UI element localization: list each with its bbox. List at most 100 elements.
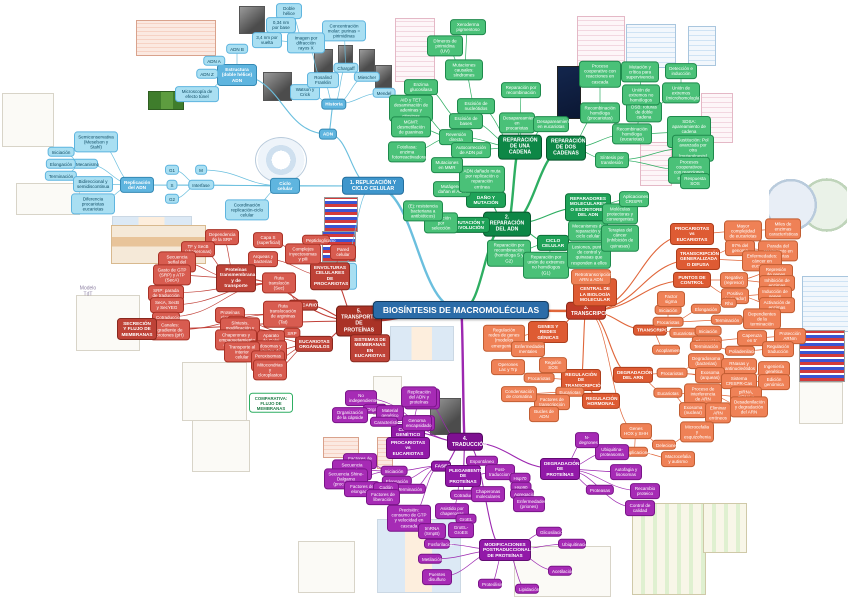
node-p_metil[interactable]: Metilación [418, 553, 442, 565]
node-g_unh[interactable]: Unión de extremos no homólogos [622, 84, 660, 106]
node-b_adnb[interactable]: ADN B [226, 43, 248, 55]
node-g_escb[interactable]: Escisión de bases [449, 113, 483, 129]
node-o_rho[interactable]: Rho [720, 297, 738, 309]
node-o_regulon[interactable]: Regulón SOS [539, 357, 567, 373]
node-g_xero[interactable]: Xeroderma pigmentoso [450, 19, 486, 35]
node-g_mmr[interactable]: Mutaciones en MMR [431, 157, 463, 173]
node-o_condensacion[interactable]: Condensación de cromatina [501, 386, 537, 402]
node-g_una[interactable]: REPARACIÓN DE UNA CADENA [498, 134, 542, 160]
node-g_main[interactable]: 2. REPARACIÓN DEL ADN [483, 211, 531, 237]
node-g_coop1[interactable]: Proceso cooperativo con reacciones en ca… [579, 60, 621, 88]
node-b_franklin[interactable]: Rosalind Franklin [307, 72, 339, 88]
node-p_main[interactable]: 4. TRADUCCIÓN [447, 432, 487, 452]
node-o_operones[interactable]: Operones Lac y Trp [491, 359, 525, 375]
node-p_calidad[interactable]: Control de calidad [625, 500, 655, 516]
node-r_flujo[interactable]: SECRECIÓN Y FLUJO DE MEMBRANAS [117, 318, 157, 340]
node-p_ubiq[interactable]: Ubiquitina-proteasoma [595, 444, 629, 460]
node-o_proeu[interactable]: PROCARIOTAS vs EUCARIOTAS [670, 223, 714, 245]
node-g_recdesc[interactable]: Reparación por recombinación [501, 82, 541, 98]
node-p_genomaenc[interactable]: Genoma encapsidado [402, 415, 432, 431]
node-o_macrocef[interactable]: Macrocefalia y autismo [661, 451, 695, 467]
node-r_envol[interactable]: ENVOLTURAS CELULARES DE PROCARIOTAS [310, 262, 350, 290]
node-b_ini[interactable]: Iniciación [47, 146, 75, 158]
node-b_historia[interactable]: Historia [321, 98, 347, 110]
node-b_ciclo[interactable]: Ciclo celular [270, 177, 300, 195]
node-o_enfmen[interactable]: Enfermedades mentales [511, 341, 545, 357]
node-b_adn[interactable]: ADN [318, 128, 338, 140]
node-b_miescher[interactable]: Miescher [353, 71, 381, 83]
node-p_degra[interactable]: DEGRADACIÓN DE PROTEÍNAS [540, 458, 580, 480]
node-p_priones[interactable]: Enfermedades (priones) [513, 496, 546, 512]
node-r_pepti[interactable]: Peptidoglicano [302, 234, 336, 246]
node-g_terapias[interactable]: Terapias del cáncer (inhibición de quina… [601, 224, 639, 252]
node-o_desaden[interactable]: Desadenilación y degradación del ARN [730, 396, 768, 418]
node-b_m[interactable]: M [195, 164, 207, 176]
node-o_polia[interactable]: Poliadenilación [725, 345, 759, 357]
node-b_repl[interactable]: Replicación del ADN [120, 176, 154, 194]
node-p_glico[interactable]: Glicosilación [536, 526, 565, 538]
node-b_s[interactable]: S [166, 179, 178, 191]
node-r_inyect[interactable]: Complejos inyectosomas y pili [285, 243, 321, 265]
node-g_escnt[interactable]: Escisión de nucleótidos [457, 98, 495, 114]
node-r_capas[interactable]: Capa S (superficial) [253, 232, 283, 248]
node-g_ciclo[interactable]: CICLO CELULAR [537, 234, 569, 252]
node-o_miles[interactable]: Miles de enzimas características [765, 218, 801, 240]
node-o_edi[interactable]: Edición genómica [758, 374, 790, 390]
node-o_elim[interactable]: Eliminar ARN erróneos [705, 402, 731, 424]
node-r_euorg[interactable]: EUCARIOTAS ORGÁNULOS [295, 335, 333, 353]
node-g_transl[interactable]: Síntesis por translesión [595, 152, 629, 168]
node-b_elo[interactable]: Elongación [45, 158, 77, 170]
node-o_protx[interactable]: Procariotas [652, 316, 684, 328]
node-b_regla[interactable]: Concentración molar: purinas = pirimidin… [322, 20, 366, 42]
node-o_tertx[interactable]: Terminación [710, 314, 744, 326]
node-p_lib[interactable]: Factores de liberación [366, 489, 400, 505]
node-p_ubiq2[interactable]: Ubiquitinación [558, 538, 590, 550]
node-r_sistmem[interactable]: SISTEMAS DE MEMBRANAS EN EUCARIOTAS [350, 334, 390, 362]
node-p_tmrna[interactable]: tmRNA (SmpB) [418, 523, 446, 539]
node-g_auto[interactable]: Autocorrección de ADN pol [451, 142, 491, 158]
node-g_rhpro[interactable]: Recombinación homóloga (procariotas) [580, 102, 620, 124]
node-o_hormonal[interactable]: REGULACIÓN HORMONAL [582, 392, 620, 410]
node-o_regtrad[interactable]: Regulación traducción [762, 341, 794, 357]
node-b_adnz[interactable]: ADN Z [196, 68, 218, 80]
node-r_pared[interactable]: Pared celular [330, 244, 356, 260]
node-r_sec[interactable]: Ruta translocón (Sec) [262, 272, 296, 294]
node-g_mutcrit[interactable]: Mutación y crítica para supervivencia [621, 61, 659, 83]
node-p_lipid[interactable]: Lipidación [515, 583, 539, 595]
node-p_replv[interactable]: Replicación del ADN y proteínas [401, 386, 437, 408]
node-p_capside[interactable]: Organización de la cápside [332, 407, 368, 423]
node-r_tat[interactable]: Ruta translocación de argininas (Tat) [263, 300, 303, 328]
node-o_elotx[interactable]: Elongación [690, 303, 722, 315]
node-o_bucles[interactable]: Bucles de ADN [529, 406, 559, 422]
node-b_g2[interactable]: G2 [164, 193, 180, 205]
node-b_inter[interactable]: Interfase [188, 179, 214, 191]
node-p_groes[interactable]: GroEL-GroES [448, 522, 474, 538]
node-g_resist[interactable]: (Ej: resistencia bacteriana a antibiótic… [403, 200, 443, 222]
node-g_ueg1[interactable]: Reparación por unión de extremos no homó… [523, 251, 569, 279]
node-g_dos[interactable]: REPARACIÓN DE DOS CADENAS [546, 135, 586, 161]
node-o_puntos[interactable]: PUNTOS DE CONTROL [673, 271, 711, 289]
node-b_micro[interactable]: Microscopía de efecto túnel [175, 86, 219, 102]
node-o_rnasa[interactable]: RNasas y antinucleótidos [721, 358, 757, 374]
node-p_ndeg[interactable]: N-degrones [575, 432, 599, 448]
node-o_del[interactable]: Deleciones [652, 439, 678, 451]
node-r_mito[interactable]: Mitocondrias y cloroplastos [253, 359, 287, 381]
node-o_complej[interactable]: Mayor complejidad de eucariotas [724, 220, 762, 242]
node-p_recambio[interactable]: Recambio proteico [630, 483, 660, 499]
node-g_detect[interactable]: Detección e inducción [665, 63, 697, 79]
node-b_adna[interactable]: ADN A [203, 55, 225, 67]
node-b_mec[interactable]: Mecanismo [72, 158, 99, 170]
central-topic[interactable]: BIOSÍNTESIS DE MACROMOLÉCULAS [372, 301, 550, 319]
node-r_gasto[interactable]: Gasto de GTP (SRP) y ATP (SecA) [153, 264, 191, 286]
node-g_despro[interactable]: Desapareamiento en procariotas [499, 112, 539, 134]
node-p_pleg[interactable]: PLEGAMIENTO DE PROTEÍNAS [445, 465, 483, 487]
node-g_danio[interactable]: DAÑO Y MUTACIÓN [466, 191, 506, 209]
node-p_modif[interactable]: MODIFICACIONES POSTRADUCCIONALES DE PROT… [479, 539, 537, 561]
node-g_deseu[interactable]: Desapareamiento en eucariotas [533, 116, 573, 132]
node-g_foto[interactable]: Fotoliasa: enzima fotorreactivadora [388, 141, 426, 163]
node-b_base[interactable]: 0,34 nm por base [266, 17, 296, 33]
node-p_puentes[interactable]: Puentes disulfuro [422, 569, 452, 585]
node-g_gluc[interactable]: Enzima glucosilasa [404, 79, 438, 95]
node-p_acet[interactable]: Acetilación [548, 565, 574, 577]
node-r_seca[interactable]: SecA, SecB y SecYEG [150, 297, 184, 313]
